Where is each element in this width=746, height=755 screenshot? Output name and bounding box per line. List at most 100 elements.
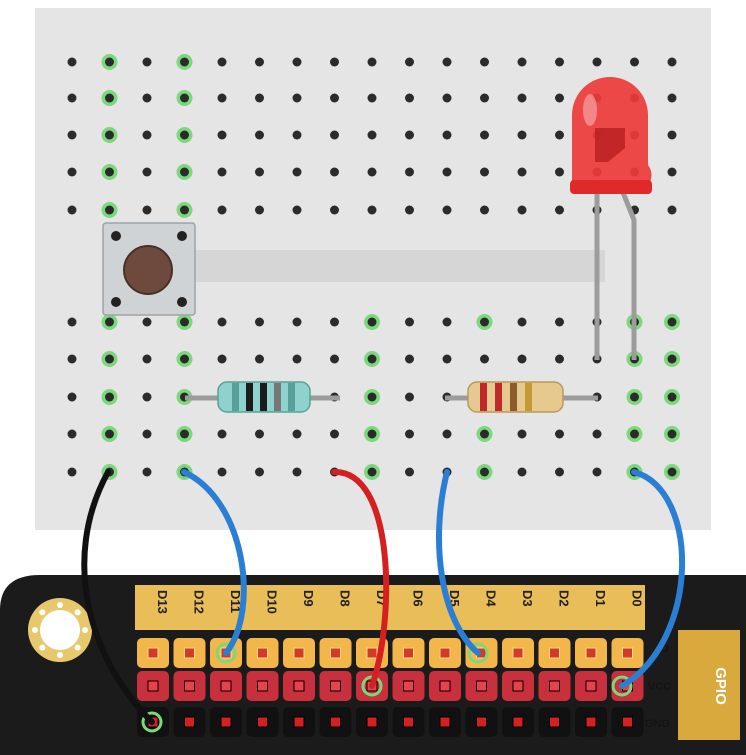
mounting-hole-inner — [40, 610, 80, 650]
resistor-bands — [480, 383, 532, 411]
breadboard-hole — [217, 317, 227, 327]
breadboard-hole — [405, 130, 414, 140]
pin-contact — [293, 680, 305, 692]
pin-contact — [622, 647, 633, 659]
red-led — [570, 77, 652, 360]
breadboard-hole — [480, 467, 489, 477]
pin-label: D0 — [630, 590, 645, 607]
breadboard-hole — [405, 467, 414, 477]
pin-contact — [476, 680, 487, 692]
breadboard-hole — [442, 130, 452, 140]
breadboard-hole — [667, 429, 677, 439]
breadboard-hole — [255, 205, 264, 215]
breadboard-hole — [667, 57, 677, 67]
breadboard-hole — [142, 392, 152, 402]
led-reflector-icon — [595, 128, 625, 162]
pin-contact — [549, 680, 560, 692]
pin-contact — [184, 647, 195, 659]
mount-dot — [32, 627, 38, 633]
breadboard-hole — [105, 167, 114, 177]
breadboard-hole — [67, 317, 77, 327]
breadboard-hole — [217, 167, 227, 177]
breadboard-hole — [667, 167, 677, 177]
pin-contact — [257, 680, 268, 692]
pin-contact — [585, 680, 597, 692]
pin-label: D6 — [411, 590, 426, 607]
breadboard-hole — [517, 429, 527, 439]
breadboard-hole — [292, 354, 302, 364]
wire-blue-vcc[interactable] — [619, 469, 685, 689]
resistor-band — [246, 383, 253, 411]
breadboard-hole — [180, 317, 189, 327]
breadboard-hole — [480, 205, 489, 215]
breadboard-hole — [517, 467, 527, 477]
breadboard-hole — [367, 317, 377, 327]
breadboard-hole — [367, 467, 377, 477]
breadboard-hole — [405, 205, 414, 215]
breadboard-hole — [367, 205, 377, 215]
breadboard-hole — [255, 429, 264, 439]
breadboard-hole — [405, 57, 414, 67]
breadboard-hole — [330, 317, 339, 327]
row-label-gnd: GND — [645, 718, 670, 730]
mount-dot — [39, 609, 46, 616]
breadboard-hole — [405, 392, 414, 402]
breadboard-hole — [67, 57, 77, 67]
led-leg-anode — [617, 184, 637, 360]
breadboard-hole — [142, 429, 152, 439]
breadboard-hole — [217, 130, 227, 140]
breadboard-hole — [255, 57, 264, 67]
breadboard-hole — [217, 429, 227, 439]
breadboard-hole — [180, 130, 189, 140]
wire-blue-d4[interactable] — [436, 469, 481, 656]
breadboard-hole — [255, 93, 264, 103]
breadboard-hole — [142, 93, 152, 103]
breadboard-hole — [630, 57, 639, 67]
breadboard-hole — [367, 429, 377, 439]
wire-black-gnd[interactable] — [81, 469, 155, 725]
breadboard-hole — [367, 130, 377, 140]
pin-contact — [585, 647, 597, 659]
wire-blue-d11[interactable] — [181, 469, 247, 656]
pin-contact — [439, 716, 451, 728]
pin-label: D1 — [593, 590, 608, 607]
button-cap[interactable] — [123, 245, 173, 295]
pin-contact — [257, 716, 268, 728]
breadboard-hole — [330, 205, 339, 215]
pin-contact — [549, 716, 560, 728]
breadboard-hole — [292, 93, 302, 103]
breadboard-hole — [180, 205, 189, 215]
breadboard-hole — [555, 205, 564, 215]
pin-label: D8 — [338, 590, 353, 607]
breadboard-hole — [180, 354, 189, 364]
resistor-band — [274, 383, 281, 411]
pin-contact — [220, 716, 232, 728]
breadboard-hole — [517, 130, 527, 140]
breadboard-hole — [105, 317, 114, 327]
mount-dot — [39, 644, 46, 651]
pin-contact — [439, 647, 451, 659]
resistor-right — [445, 381, 598, 413]
breadboard-hole — [480, 429, 489, 439]
breadboard-hole — [217, 57, 227, 67]
gpio-header-box — [678, 630, 740, 740]
button-screw-icon — [177, 297, 187, 307]
push-button[interactable] — [102, 222, 196, 316]
pin-contact — [439, 680, 451, 692]
resistor-band — [525, 383, 532, 411]
breadboard-hole — [667, 205, 677, 215]
wire-red-vcc[interactable] — [331, 468, 390, 689]
breadboard-hole — [442, 317, 452, 327]
connected-pin-ring — [141, 711, 163, 733]
pin-contact — [622, 716, 633, 728]
mount-dot — [82, 627, 88, 633]
mounting-hole-dots — [32, 602, 88, 658]
breadboard-hole — [367, 57, 377, 67]
breadboard-hole — [480, 354, 489, 364]
breadboard-hole — [442, 57, 452, 67]
resistor-band — [260, 383, 267, 411]
pin-contact — [366, 716, 378, 728]
breadboard-hole — [292, 57, 302, 67]
mount-dot — [74, 609, 81, 616]
